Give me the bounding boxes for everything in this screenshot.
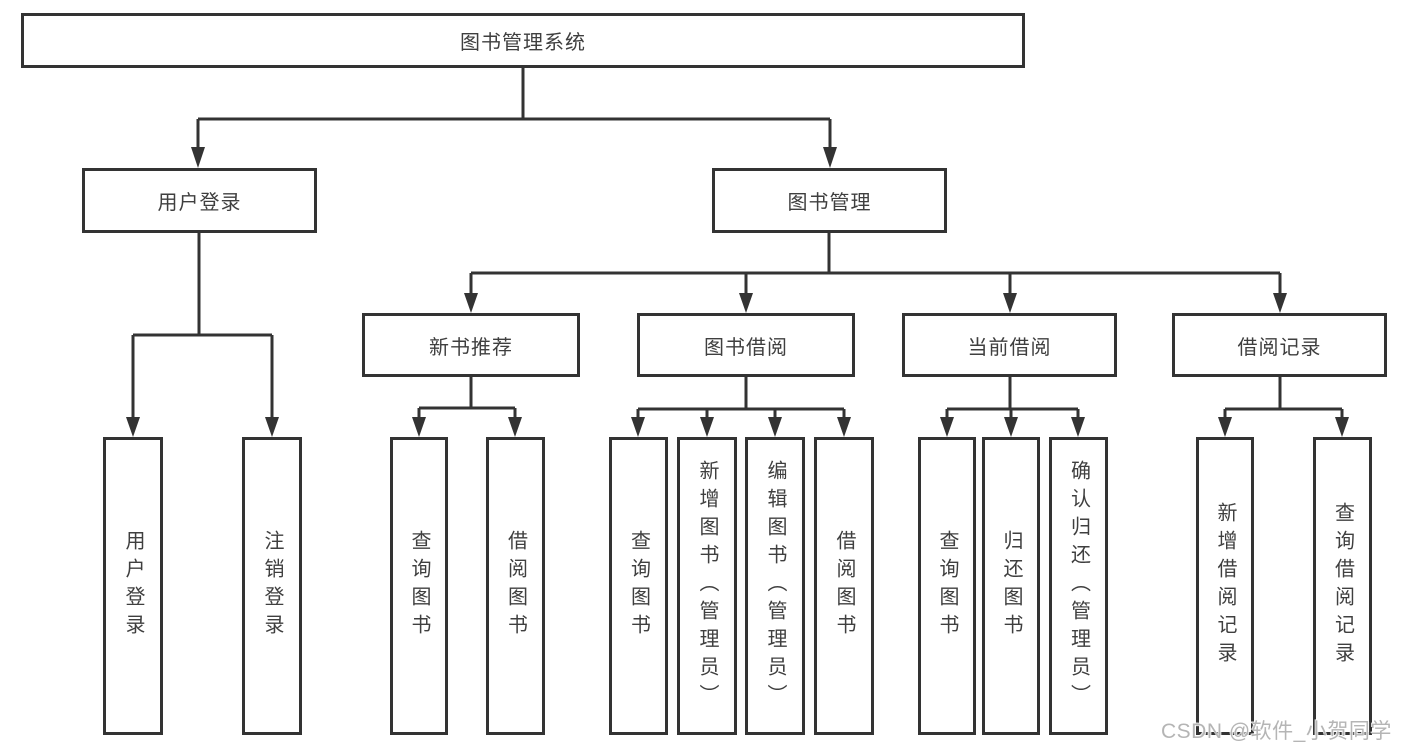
node-user-login: 用户登录 <box>82 168 317 233</box>
connector-book-borrow-branch <box>631 377 851 437</box>
leaf-nbr-borrow-books: 借阅图书 <box>486 437 545 735</box>
node-new-book-rec: 新书推荐 <box>362 313 580 377</box>
node-current-borrow: 当前借阅 <box>902 313 1117 377</box>
leaf-logout: 注销登录 <box>242 437 302 735</box>
connector-current-borrow-branch <box>940 377 1085 437</box>
leaf-cb-query-books: 查询图书 <box>918 437 976 735</box>
node-borrow-records: 借阅记录 <box>1172 313 1387 377</box>
connector-user-login-branch <box>126 233 279 437</box>
leaf-bb-borrow-books: 借阅图书 <box>814 437 874 735</box>
connector-book-mgmt-branch <box>464 233 1287 313</box>
node-root: 图书管理系统 <box>21 13 1025 68</box>
connector-borrow-records-branch <box>1218 377 1349 437</box>
leaf-user-login: 用户登录 <box>103 437 163 735</box>
leaf-bb-query-books: 查询图书 <box>609 437 668 735</box>
node-book-mgmt: 图书管理 <box>712 168 947 233</box>
leaf-cb-return-books: 归还图书 <box>982 437 1040 735</box>
leaf-br-query-record: 查询借阅记录 <box>1313 437 1372 735</box>
leaf-bb-edit-books-admin: 编辑图书（管理员） <box>745 437 805 735</box>
connector-root-to-level2 <box>191 68 837 168</box>
connector-new-book-rec-branch <box>412 377 522 437</box>
leaf-br-add-record: 新增借阅记录 <box>1196 437 1254 735</box>
leaf-nbr-query-books: 查询图书 <box>390 437 448 735</box>
leaf-cb-confirm-return-admin: 确认归还（管理员） <box>1049 437 1108 735</box>
csdn-watermark: CSDN @软件_小贺同学 <box>1161 720 1392 743</box>
leaf-bb-add-books-admin: 新增图书（管理员） <box>677 437 737 735</box>
node-book-borrow: 图书借阅 <box>637 313 855 377</box>
